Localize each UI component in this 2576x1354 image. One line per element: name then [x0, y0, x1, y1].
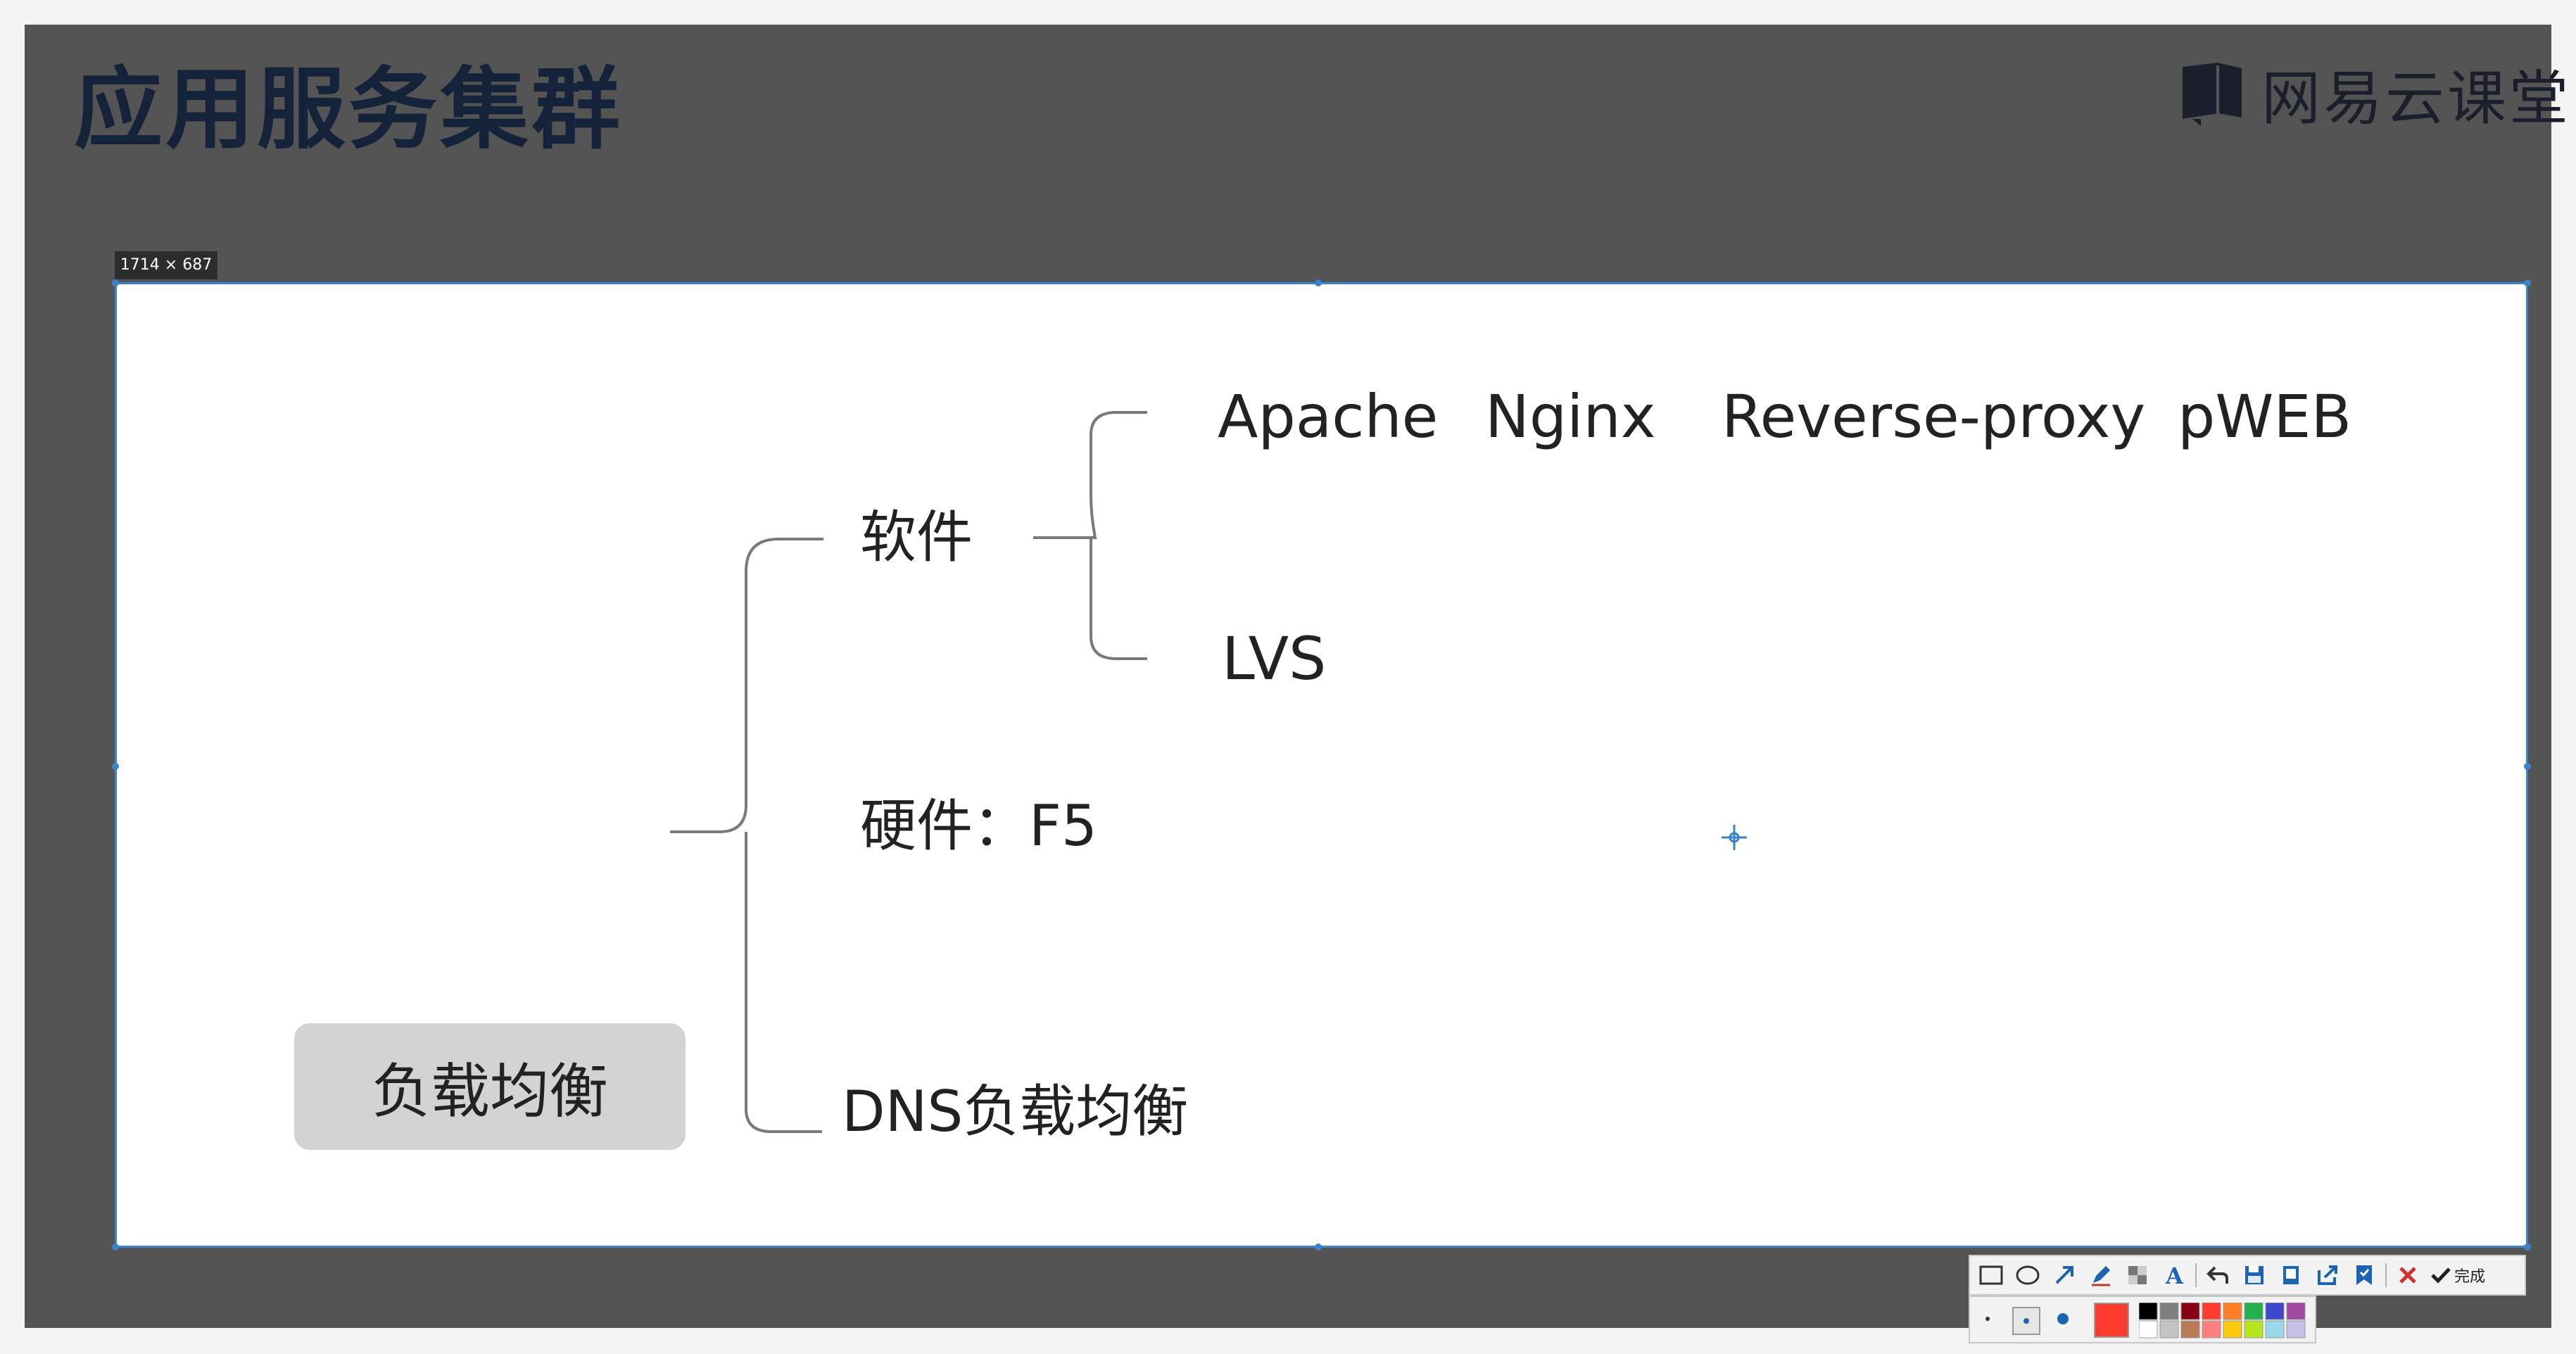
resize-handle-top-left[interactable]	[112, 279, 119, 286]
dns-node[interactable]: DNS负载均衡	[842, 1079, 1189, 1144]
mosaic-tool-icon[interactable]	[2122, 1260, 2153, 1291]
palette-color-swatch[interactable]	[2202, 1302, 2221, 1320]
done-button[interactable]: 完成	[2430, 1264, 2485, 1286]
brush-size-large[interactable]	[2057, 1313, 2069, 1324]
toolbar-style-row	[1969, 1296, 2316, 1343]
brush-size-medium-dot	[2023, 1318, 2029, 1324]
checkmark-icon	[2431, 1267, 2451, 1284]
toolbar-divider	[2385, 1263, 2387, 1287]
capture-selection-area[interactable]: 负载均衡 软件 Apache Nginx Reverse-proxy pWEB …	[112, 279, 2531, 1251]
resize-handle-middle-right[interactable]	[2524, 763, 2531, 770]
palette-color-swatch[interactable]	[2159, 1320, 2179, 1339]
root-node-label: 负载均衡	[371, 1056, 608, 1126]
palette-color-swatch[interactable]	[2265, 1320, 2285, 1339]
save-icon[interactable]	[2239, 1260, 2270, 1291]
slide-title: 应用服务集群	[74, 58, 623, 161]
video-frame: 应用服务集群 网易云课堂 1714 × 687 负载均衡 软件 Apache N…	[25, 25, 2568, 1343]
product-reverse-proxy[interactable]: Reverse-proxy	[1722, 382, 2146, 451]
palette-color-swatch[interactable]	[2138, 1302, 2158, 1320]
book-icon	[2183, 63, 2242, 126]
resize-handle-bottom-left[interactable]	[112, 1244, 119, 1251]
undo-icon[interactable]	[2202, 1260, 2233, 1291]
crosshair-cursor-icon	[1722, 825, 1747, 850]
share-icon[interactable]	[2312, 1260, 2343, 1291]
software-brace	[1033, 411, 1147, 660]
pen-tool-icon[interactable]	[2085, 1260, 2116, 1291]
palette-color-swatch[interactable]	[2180, 1320, 2200, 1339]
brush-size-small[interactable]	[1985, 1317, 1990, 1321]
arrow-tool-icon[interactable]	[2049, 1260, 2080, 1291]
palette-color-swatch[interactable]	[2286, 1302, 2306, 1320]
palette-color-swatch[interactable]	[2244, 1320, 2264, 1339]
ellipse-tool-icon[interactable]	[2012, 1260, 2043, 1291]
toolbar-divider	[2195, 1263, 2197, 1287]
color-palette	[2138, 1302, 2308, 1339]
brush-size-medium[interactable]	[2012, 1307, 2040, 1335]
brand-logo: 网易云课堂	[2177, 58, 2571, 133]
capture-size-label: 1714 × 687	[115, 251, 217, 279]
toolbar-actions-row: A 完成	[1969, 1255, 2526, 1296]
product-nginx[interactable]: Nginx	[1485, 382, 1656, 451]
resize-handle-top-right[interactable]	[2524, 279, 2531, 286]
palette-color-swatch[interactable]	[2202, 1320, 2221, 1339]
capture-toolbar: A 完成	[1969, 1255, 2526, 1345]
palette-color-swatch[interactable]	[2223, 1320, 2242, 1339]
done-button-label: 完成	[2454, 1268, 2486, 1286]
brand-name: 网易云课堂	[2261, 63, 2572, 133]
lvs-node[interactable]: LVS	[1222, 624, 1327, 693]
svg-text:A: A	[2165, 1264, 2184, 1286]
palette-color-swatch[interactable]	[2223, 1302, 2242, 1320]
resize-handle-middle-left[interactable]	[112, 763, 119, 770]
copy-icon[interactable]	[2275, 1260, 2306, 1291]
mindmap-root-node[interactable]: 负载均衡	[294, 1023, 686, 1150]
mindmap-connectors	[670, 411, 1147, 1133]
close-icon[interactable]	[2392, 1260, 2423, 1291]
resize-handle-bottom-right[interactable]	[2524, 1244, 2531, 1251]
palette-color-swatch[interactable]	[2244, 1302, 2264, 1320]
hardware-node[interactable]: 硬件：F5	[860, 793, 1097, 859]
palette-color-swatch[interactable]	[2265, 1302, 2285, 1320]
palette-color-swatch[interactable]	[2180, 1302, 2200, 1320]
color-palette-grid	[2138, 1302, 2306, 1339]
palette-color-swatch[interactable]	[2286, 1320, 2306, 1339]
palette-color-swatch[interactable]	[2138, 1320, 2158, 1339]
resize-handle-bottom-center[interactable]	[1315, 1244, 1322, 1251]
pin-icon[interactable]	[2349, 1260, 2380, 1291]
product-apache[interactable]: Apache	[1218, 382, 1439, 451]
selected-color-swatch[interactable]	[2094, 1303, 2129, 1338]
product-pweb[interactable]: pWEB	[2178, 382, 2352, 451]
rectangle-tool-icon[interactable]	[1976, 1260, 2007, 1291]
palette-color-swatch[interactable]	[2159, 1302, 2179, 1320]
root-brace	[670, 538, 823, 1133]
text-tool-icon[interactable]: A	[2159, 1260, 2190, 1291]
resize-handle-top-center[interactable]	[1315, 279, 1322, 286]
software-node[interactable]: 软件	[860, 505, 973, 570]
